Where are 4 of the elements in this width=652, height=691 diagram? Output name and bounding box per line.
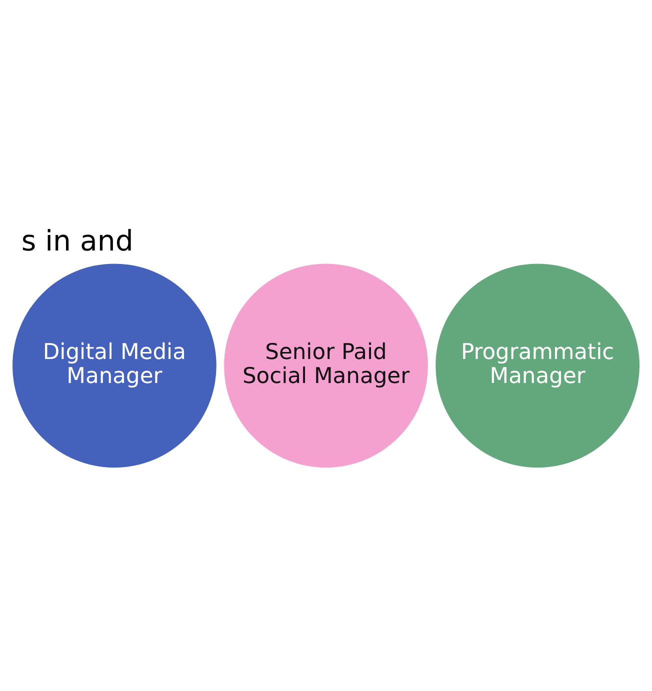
node-circle: Programmatic Manager: [436, 264, 640, 468]
node-circle: Senior Paid Social Manager: [224, 264, 428, 468]
node-circle: Digital Media Manager: [12, 264, 216, 468]
diagram-title: s in and: [21, 224, 134, 258]
